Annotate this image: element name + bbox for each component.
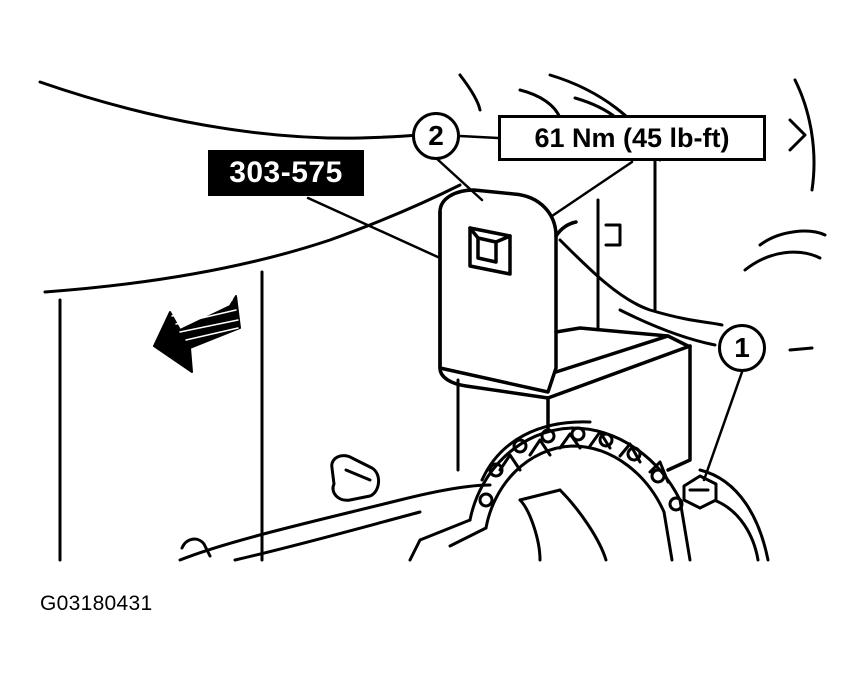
tool-bracket bbox=[438, 188, 692, 472]
direction-arrow-icon bbox=[153, 295, 241, 373]
bolt-1 bbox=[682, 474, 718, 510]
special-tool-label: 303-575 bbox=[208, 150, 364, 196]
timing-chain bbox=[408, 420, 770, 562]
leader-lines bbox=[306, 134, 744, 482]
bolt-left bbox=[330, 454, 380, 502]
figure-id: G03180431 bbox=[40, 592, 153, 615]
housing-outline bbox=[38, 73, 827, 562]
torque-specification: 61 Nm (45 lb-ft) bbox=[498, 115, 766, 161]
callout-2: 2 bbox=[412, 112, 460, 160]
callout-1: 1 bbox=[718, 324, 766, 372]
small-clip bbox=[180, 537, 212, 558]
